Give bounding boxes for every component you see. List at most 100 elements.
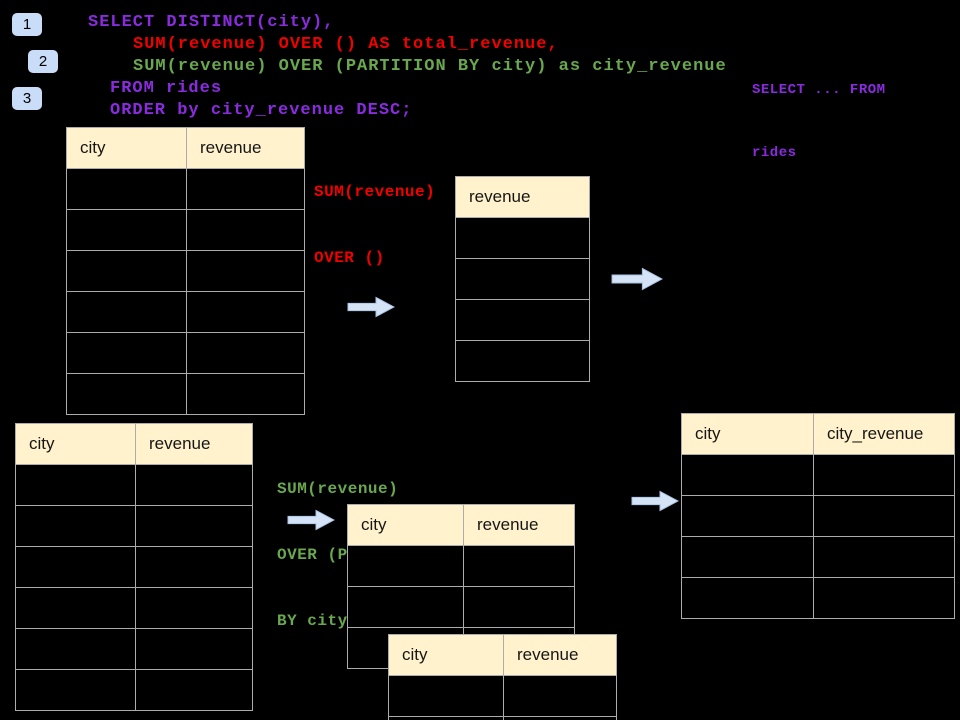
table-cell-empty (681, 454, 814, 496)
side-note-line: rides (752, 145, 797, 161)
table-cell-empty (15, 505, 136, 547)
column-header-city: city (347, 504, 464, 546)
table-cell-empty (66, 168, 187, 210)
table-cell-empty (66, 373, 187, 415)
table-cell-empty (681, 536, 814, 578)
column-header-revenue: revenue (503, 634, 617, 676)
city-revenue-result-table: city city_revenue (681, 413, 955, 619)
arrow-right-icon (611, 267, 663, 291)
arrow-right-icon (631, 490, 679, 512)
table-row (347, 586, 575, 628)
table-row (455, 340, 590, 382)
arrow-right-icon (347, 296, 395, 318)
table-row (66, 373, 305, 415)
table-row (15, 546, 253, 588)
side-note-select-from-rides: SELECT ... FROM rides (752, 38, 886, 206)
table-row (347, 545, 575, 587)
table-row (66, 168, 305, 210)
table-cell-empty (15, 464, 136, 506)
table-cell-empty (186, 373, 305, 415)
source-table-bottom: city revenue (15, 423, 253, 711)
table-cell-empty (135, 546, 253, 588)
table-cell-empty (186, 332, 305, 374)
column-header-revenue: revenue (186, 127, 305, 169)
table-cell-empty (15, 628, 136, 670)
table-cell-empty (455, 340, 590, 382)
table-row (15, 628, 253, 670)
table-row (66, 209, 305, 251)
table-row (15, 464, 253, 506)
table-cell-empty (135, 464, 253, 506)
step-number: 3 (22, 90, 32, 107)
partition-table-front: city revenue (388, 634, 617, 720)
header-row: city revenue (388, 634, 617, 676)
table-cell-empty (681, 495, 814, 537)
column-header-city: city (681, 413, 814, 455)
table-row (388, 716, 617, 720)
side-note-line: SELECT ... FROM (752, 82, 886, 98)
table-cell-empty (503, 716, 617, 720)
table-cell-empty (813, 454, 955, 496)
table-cell-empty (15, 587, 136, 629)
table-cell-empty (186, 209, 305, 251)
table-cell-empty (813, 536, 955, 578)
column-header-revenue: revenue (455, 176, 590, 218)
table-cell-empty (135, 587, 253, 629)
annotation-total-revenue: SUM(revenue) OVER () (314, 137, 435, 313)
annotation-line: OVER () (314, 249, 385, 267)
table-row (15, 669, 253, 711)
header-row: city revenue (347, 504, 575, 546)
table-row (455, 299, 590, 341)
column-header-city: city (15, 423, 136, 465)
table-row (455, 258, 590, 300)
column-header-city-revenue: city_revenue (813, 413, 955, 455)
table-cell-empty (186, 250, 305, 292)
table-cell-empty (455, 258, 590, 300)
table-cell-empty (66, 291, 187, 333)
table-cell-empty (347, 586, 464, 628)
table-cell-empty (813, 495, 955, 537)
table-cell-empty (388, 675, 504, 717)
table-row (66, 332, 305, 374)
sql-code-line-sum-partition: SUM(revenue) OVER (PARTITION BY city) as… (133, 57, 727, 76)
column-header-city: city (66, 127, 187, 169)
table-cell-empty (135, 669, 253, 711)
annotation-line: BY city) (277, 612, 358, 630)
table-cell-empty (347, 545, 464, 587)
annotation-line: SUM(revenue) (277, 480, 399, 498)
table-row (388, 675, 617, 717)
sql-code-line-select: SELECT DISTINCT(city), (88, 13, 335, 32)
column-header-city: city (388, 634, 504, 676)
table-cell-empty (813, 577, 955, 619)
table-row (15, 587, 253, 629)
table-row (681, 454, 955, 496)
annotation-line: SUM(revenue) (314, 183, 436, 201)
table-cell-empty (681, 577, 814, 619)
table-cell-empty (455, 299, 590, 341)
header-row: city city_revenue (681, 413, 955, 455)
arrow-right-icon (287, 509, 335, 531)
table-cell-empty (15, 669, 136, 711)
step-number: 1 (22, 16, 32, 33)
table-cell-empty (66, 250, 187, 292)
table-cell-empty (455, 217, 590, 259)
table-row (681, 536, 955, 578)
table-cell-empty (463, 545, 575, 587)
table-cell-empty (15, 546, 136, 588)
header-row: city revenue (66, 127, 305, 169)
sql-code-line-order-by: ORDER by city_revenue DESC; (110, 101, 413, 120)
sql-code-line-from: FROM rides (110, 79, 223, 98)
table-cell-empty (463, 586, 575, 628)
step-badge-2: 2 (28, 50, 58, 73)
table-row (455, 217, 590, 259)
header-row: city revenue (15, 423, 253, 465)
column-header-revenue: revenue (135, 423, 253, 465)
table-cell-empty (66, 209, 187, 251)
step-badge-3: 3 (12, 87, 42, 110)
table-row (66, 291, 305, 333)
source-table-top: city revenue (66, 127, 305, 415)
table-row (681, 577, 955, 619)
header-row: revenue (455, 176, 590, 218)
table-row (66, 250, 305, 292)
